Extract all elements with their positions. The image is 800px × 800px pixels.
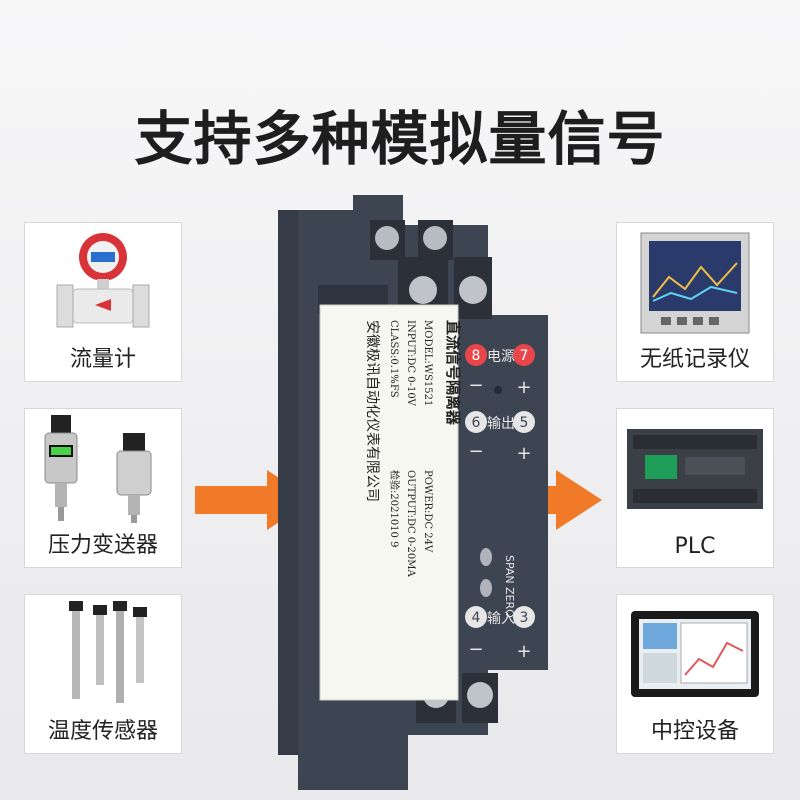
indicator-led [494,386,502,394]
terminal-6-number: 6 [472,415,481,431]
terminal-6-badge [465,411,487,433]
nameplate-model: MODEL:WS1521 [422,320,433,406]
terminal-7-badge [513,344,535,366]
plc-icon [627,429,763,509]
terminal-3-number: 3 [520,610,529,626]
minus-sign: − [468,375,483,396]
terminal-8-badge [465,344,487,366]
output-card-plc: PLC [616,408,774,568]
plus-sign: + [516,377,531,398]
output-terminal-label: 输出 [487,416,515,432]
span-label: SPAN [503,555,516,584]
terminal-4-badge [465,606,487,628]
output-card-control: 中控设备 [616,594,774,754]
input-card-temperature: 温度传感器 [24,594,182,754]
terminal-5-badge [513,411,535,433]
temperature-sensor-icon [69,601,147,703]
terminal-8-number: 8 [472,348,481,364]
nameplate-output: OUTPUT:DC 0-20MA [405,470,416,578]
pressure-transmitter-icon [44,415,152,523]
output-label: PLC [674,534,716,559]
nameplate [319,304,459,701]
paperless-recorder-icon [640,232,750,334]
zero-trimmer [480,579,492,597]
nameplate-maker: 安徽极讯自动化仪表有限公司 [364,320,380,502]
terminal-5-number: 5 [520,415,529,431]
input-label: 压力变送器 [47,533,158,558]
minus-sign: − [468,639,483,660]
flowmeter-icon [56,233,150,328]
minus-sign: − [468,441,483,462]
output-label: 中控设备 [650,719,739,744]
power-label: 电源 [487,349,515,365]
terminal-screw [409,276,437,304]
input-card-pressure: 压力变送器 [24,408,182,568]
output-label: 无纸记录仪 [639,347,750,372]
terminal-screw [459,276,487,304]
input-terminal-label: 输入 [487,611,515,627]
input-label: 温度传感器 [47,719,158,744]
headline: 支持多种模拟量信号 [134,105,666,173]
nameplate-power: POWER:DC 24V [422,470,433,553]
span-trimmer [480,548,492,566]
nameplate-class: CLASS:0.1%FS [388,320,399,398]
nameplate-title: 直流信号隔离器 [444,320,462,426]
terminal-4-number: 4 [472,610,481,626]
terminal-3-badge [513,606,535,628]
output-card-recorder: 无纸记录仪 [616,222,774,382]
plus-sign: + [516,641,531,662]
terminal-screw [375,226,399,250]
plus-sign: + [516,443,531,464]
control-panel-icon [631,611,759,697]
input-card-flowmeter: 流量计 [24,222,182,382]
nameplate-check: 检验:2021010 9 [388,470,401,547]
signal-isolator-device: 直流信号隔离器 MODEL:WS1521 POWER:DC 24V INPUT:… [278,195,548,790]
input-label: 流量计 [69,347,136,372]
terminal-screw [423,226,447,250]
zero-label: ZERO [503,587,516,618]
terminal-screw [467,682,493,708]
nameplate-input: INPUT:DC 0-10V [405,320,416,407]
terminal-7-number: 7 [520,348,529,364]
